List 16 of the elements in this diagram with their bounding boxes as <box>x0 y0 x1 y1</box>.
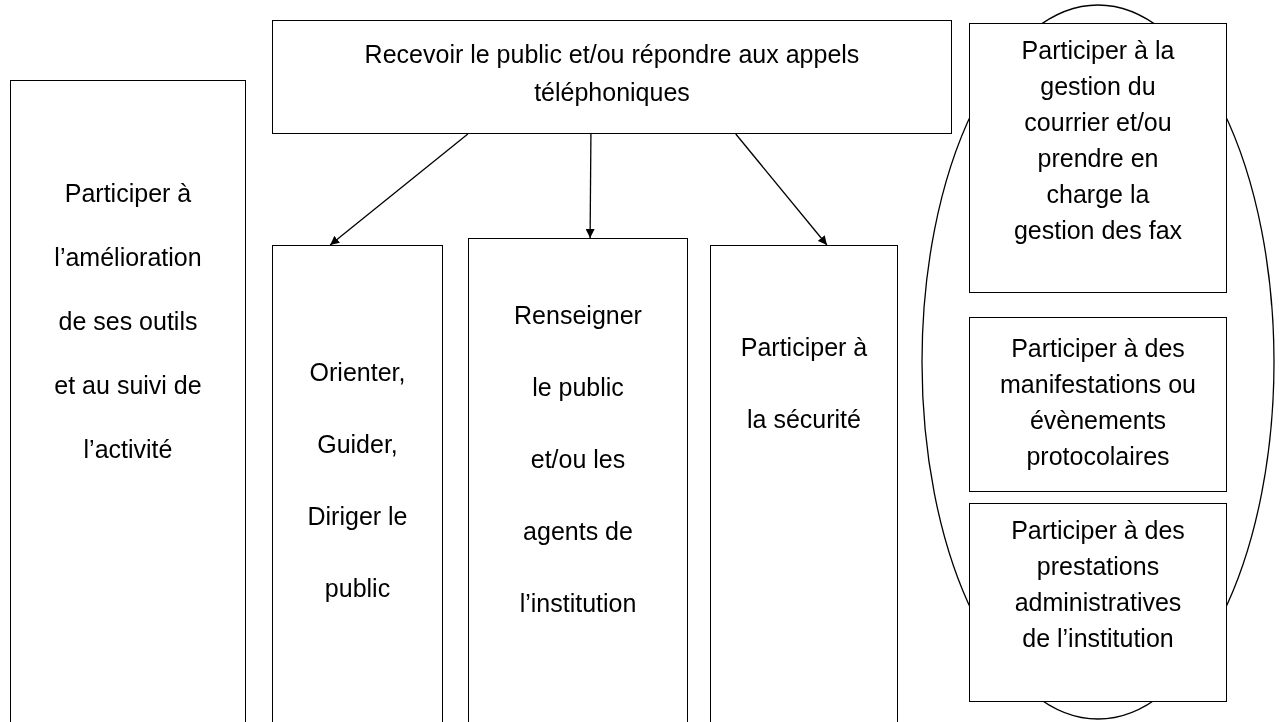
arrow <box>735 133 828 246</box>
box-text: Orienter, Guider, Diriger le public <box>306 357 409 604</box>
box-text: Participer à la gestion du courrier et/ou prendre en charge la gestion des fax <box>1013 35 1183 246</box>
arrow <box>585 133 595 239</box>
task-box <box>468 238 688 722</box>
box-text: Renseigner le public et/ou les agents de l’institution <box>513 300 643 619</box>
task-box <box>710 245 898 722</box>
box-text: Participer à l’amélioration de ses outils et au suivi de l’activité <box>53 178 203 465</box>
box-text: Participer à des manifestations ou évènements protocolaires <box>999 333 1197 472</box>
box-text: Participer à la sécurité <box>739 332 869 435</box>
process-box <box>272 20 952 134</box>
task-box <box>10 80 246 722</box>
box-text: Participer à des prestations administratives de l’institution <box>1010 515 1186 654</box>
arrow <box>329 133 469 246</box>
task-box <box>272 245 443 722</box>
box-text: Recevoir le public et/ou répondre aux appels téléphoniques <box>363 39 861 108</box>
